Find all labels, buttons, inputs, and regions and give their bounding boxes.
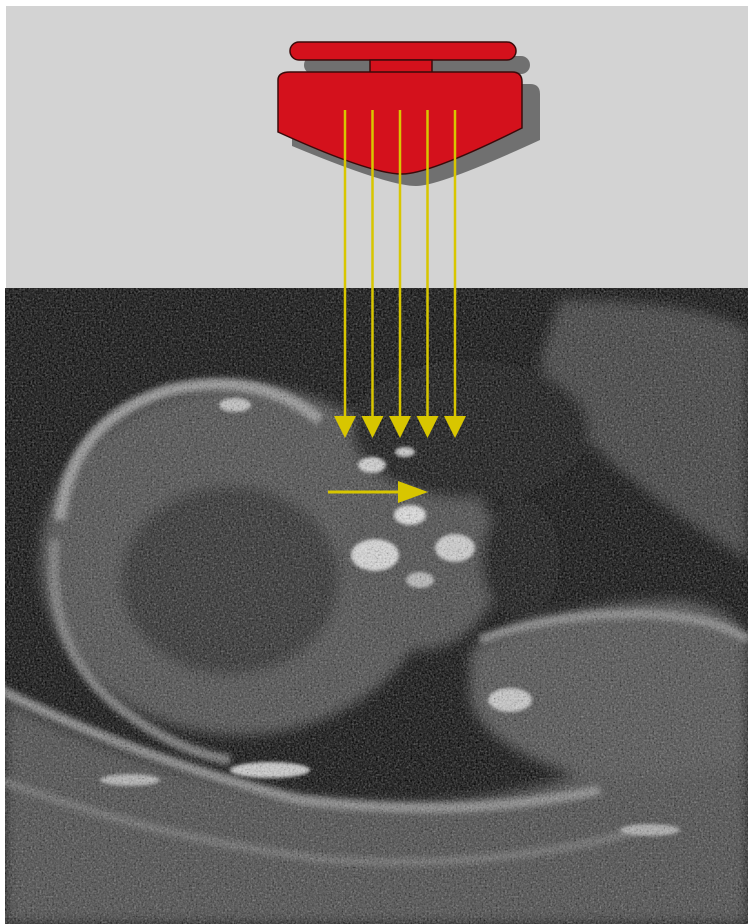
ultrasound-image	[0, 288, 748, 924]
transducer-handle	[290, 42, 516, 60]
speckle-texture	[5, 288, 748, 924]
